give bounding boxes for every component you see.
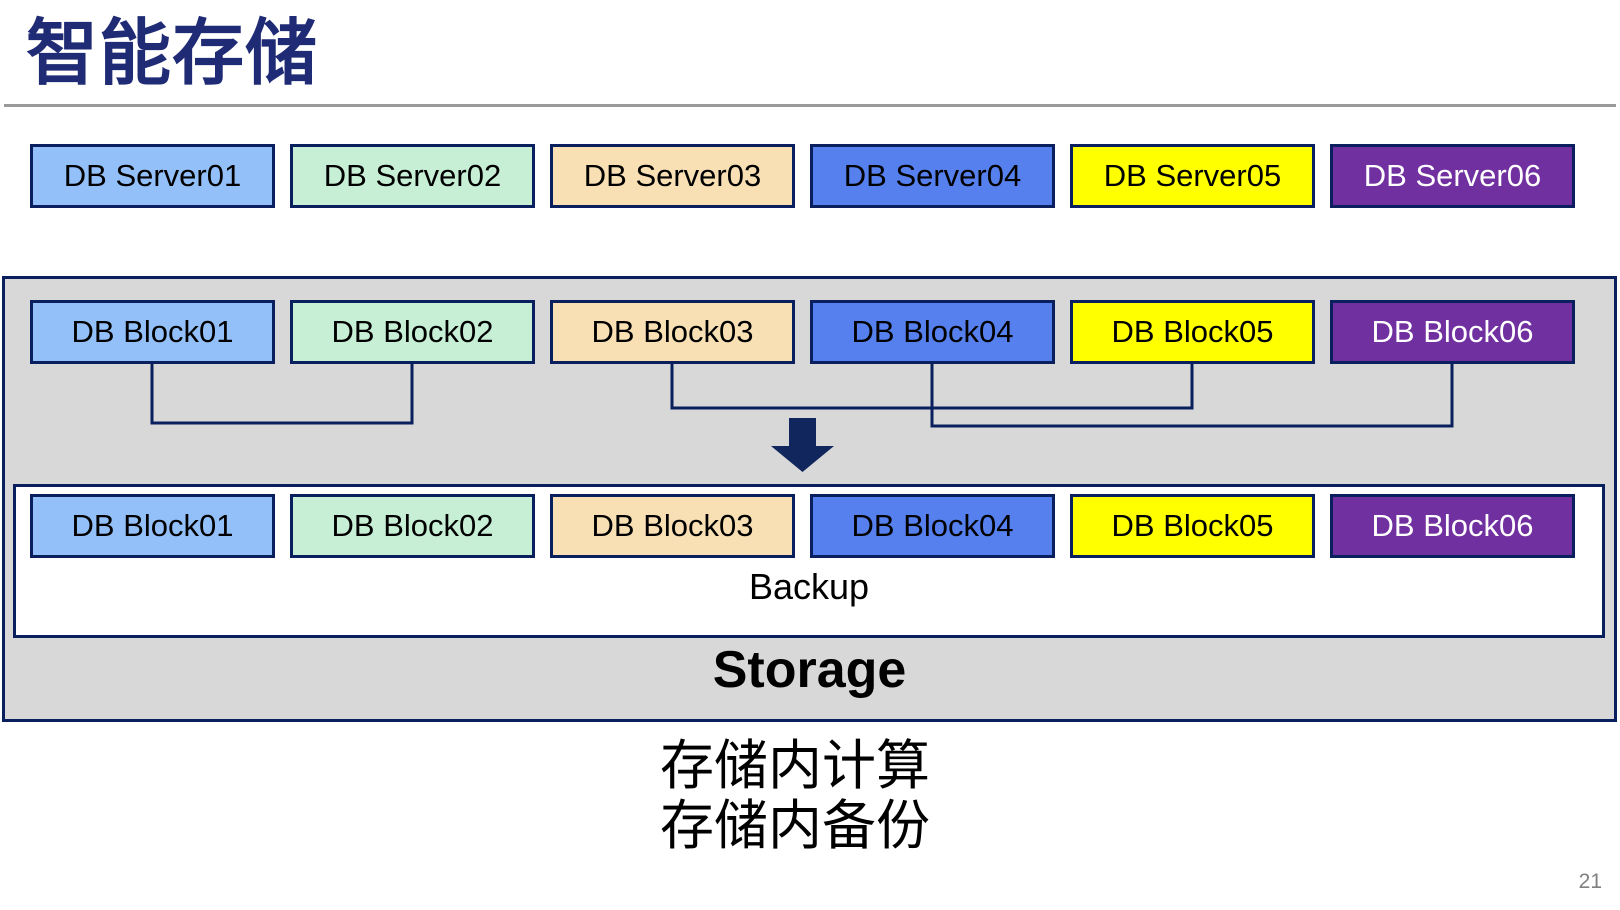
db-server04-box: DB Server04	[810, 144, 1055, 208]
db-server03-box: DB Server03	[550, 144, 795, 208]
db-block05-top-label: DB Block05	[1111, 314, 1274, 349]
db-block05-backup-label: DB Block05	[1111, 508, 1274, 543]
caption: 存储内计算 存储内备份	[0, 736, 1590, 856]
db-block02-backup-box: DB Block02	[290, 494, 535, 558]
db-block03-backup-label: DB Block03	[591, 508, 754, 543]
db-server06-box: DB Server06	[1330, 144, 1575, 208]
db-block01-top-label: DB Block01	[71, 314, 234, 349]
db-server05-box: DB Server05	[1070, 144, 1315, 208]
backup-label: Backup	[748, 566, 870, 607]
db-block03-backup-box: DB Block03	[550, 494, 795, 558]
db-block02-backup-label: DB Block02	[331, 508, 494, 543]
db-block04-top-label: DB Block04	[851, 314, 1014, 349]
db-server01-box: DB Server01	[30, 144, 275, 208]
title-underline	[4, 104, 1616, 107]
db-block06-top-label: DB Block06	[1371, 314, 1534, 349]
page-number: 21	[1578, 870, 1602, 893]
db-block02-top-label: DB Block02	[331, 314, 494, 349]
db-server04-label: DB Server04	[843, 158, 1022, 193]
caption-line-1: 存储内计算	[660, 736, 930, 796]
db-block04-top-box: DB Block04	[810, 300, 1055, 364]
db-block03-top-label: DB Block03	[591, 314, 754, 349]
caption-line-2: 存储内备份	[660, 796, 930, 856]
db-server01-label: DB Server01	[63, 158, 242, 193]
db-server03-label: DB Server03	[583, 158, 762, 193]
db-block05-top-box: DB Block05	[1070, 300, 1315, 364]
db-block03-top-box: DB Block03	[550, 300, 795, 364]
db-block06-backup-label: DB Block06	[1371, 508, 1534, 543]
db-server02-box: DB Server02	[290, 144, 535, 208]
db-block02-top-box: DB Block02	[290, 300, 535, 364]
storage-label: Storage	[712, 641, 907, 699]
db-server02-label: DB Server02	[323, 158, 502, 193]
db-block01-backup-box: DB Block01	[30, 494, 275, 558]
db-server06-label: DB Server06	[1363, 158, 1542, 193]
db-server05-label: DB Server05	[1103, 158, 1282, 193]
backup-panel	[13, 484, 1605, 638]
db-block06-backup-box: DB Block06	[1330, 494, 1575, 558]
db-block06-top-box: DB Block06	[1330, 300, 1575, 364]
page-title: 智能存储	[26, 14, 319, 94]
db-block01-backup-label: DB Block01	[71, 508, 234, 543]
db-block04-backup-label: DB Block04	[851, 508, 1014, 543]
db-block05-backup-box: DB Block05	[1070, 494, 1315, 558]
db-block04-backup-box: DB Block04	[810, 494, 1055, 558]
db-block01-top-box: DB Block01	[30, 300, 275, 364]
